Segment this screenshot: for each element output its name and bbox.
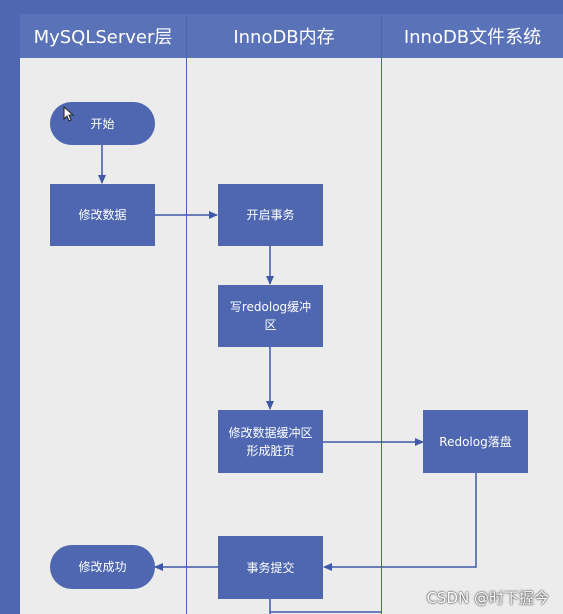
lane-divider-2 [381,14,382,614]
node-dirty-page: 修改数据缓冲区形成脏页 [218,410,323,473]
node-redo-flush: Redolog落盘 [423,410,528,473]
node-modify-data: 修改数据 [50,184,155,246]
edge-redo-flush-to-commit [323,473,477,571]
node-begin-transaction: 开启事务 [218,184,323,246]
lane-divider-1 [186,14,187,614]
frame-top [0,0,563,14]
lane-header-innodb-filesystem: InnoDB文件系统 [382,14,563,58]
node-start: 开始 [50,102,155,145]
lane-header-innodb-memory: InnoDB内存 [187,14,381,58]
lane-header-mysqlserver: MySQLServer层 [20,14,186,58]
node-write-redo-buffer: 写redolog缓冲区 [218,285,323,347]
node-commit-transaction: 事务提交 [218,536,323,599]
node-success: 修改成功 [50,545,155,589]
watermark: CSDN @时下握今 [426,589,549,607]
frame-left [0,0,20,614]
mouse-cursor-icon [63,106,75,122]
